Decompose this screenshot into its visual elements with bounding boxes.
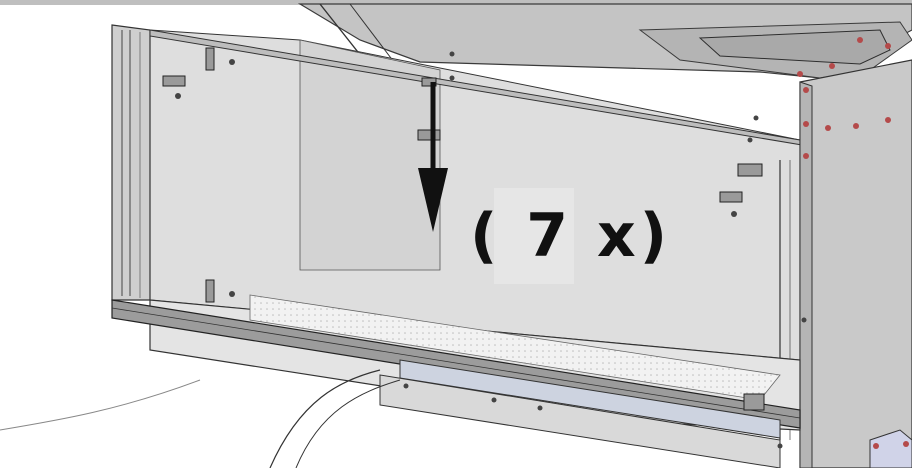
quantity-label: ( 7 x) (470, 201, 672, 271)
underside-rail (399, 359, 781, 439)
inner-back-panel (299, 39, 441, 271)
top-cover (698, 29, 891, 65)
screw-icon (175, 51, 807, 449)
left-frame (111, 24, 151, 301)
callout-background (494, 188, 574, 284)
lower-pipe (269, 369, 381, 468)
right-side-panel (799, 59, 912, 468)
screw-icon (797, 37, 909, 449)
arrow-down-icon (418, 82, 448, 232)
quantity-callout: ( 7 x) (470, 188, 671, 284)
bracket-clip-icon (162, 47, 765, 411)
top-border (0, 0, 912, 5)
